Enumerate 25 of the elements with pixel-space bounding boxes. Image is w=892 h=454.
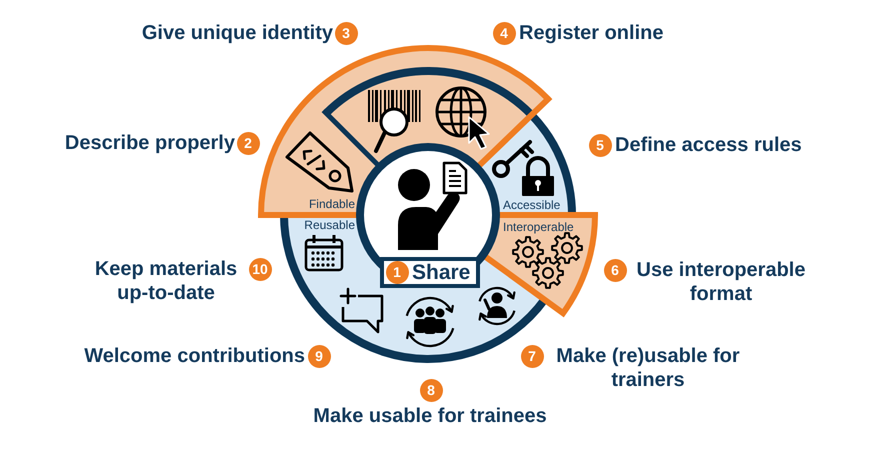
step-label: Welcome contributions (84, 344, 305, 368)
step-label: Register online (519, 21, 664, 45)
step-number: 2 (236, 132, 260, 154)
step-label: Make (re)usable for trainers (555, 344, 741, 392)
step-number: 4 (492, 22, 516, 44)
step-number: 1 (386, 261, 408, 284)
step-number: 9 (308, 344, 330, 368)
step-label: Use interoperable format (636, 258, 806, 306)
step-number: 8 (420, 378, 442, 402)
step-label: Describe properly (64, 131, 235, 155)
step-label: Make usable for trainees (313, 404, 547, 428)
step-label: Define access rules (615, 133, 802, 157)
segment-label: Interoperable (503, 220, 574, 234)
step-number: 7 (520, 344, 544, 368)
share-label: Share (412, 261, 470, 284)
segment-label: Findable (308, 197, 355, 211)
share-box (380, 257, 480, 288)
step-label: Keep materials up-to-date (94, 257, 238, 305)
step-number: 5 (588, 134, 612, 156)
step-number: 3 (334, 22, 358, 44)
step-number: 6 (604, 258, 626, 282)
step-number: 10 (248, 258, 272, 280)
step-label: Give unique identity (142, 21, 333, 45)
segment-label: Accessible (503, 198, 560, 212)
segment-label: Reusable (304, 218, 355, 232)
